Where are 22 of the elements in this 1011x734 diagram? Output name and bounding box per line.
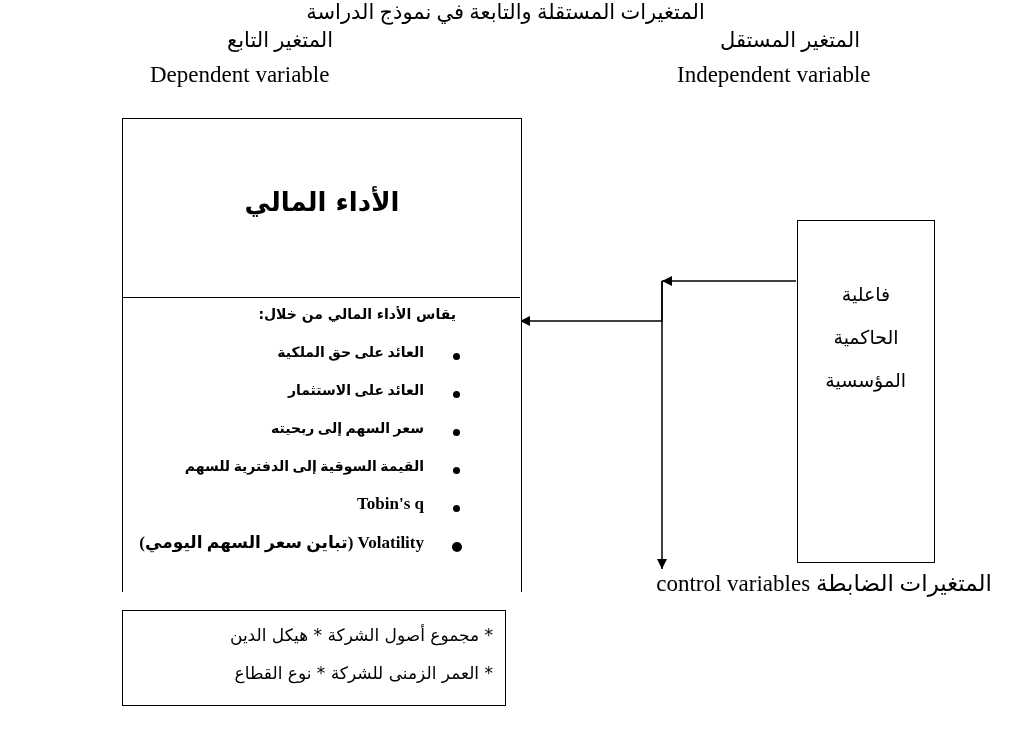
column-heading: Independent variable (677, 62, 871, 88)
column-heading: المتغير التابع (227, 28, 333, 53)
variable-box (797, 220, 935, 563)
box-text: فاعلية الحاكمية المؤسسية (824, 282, 907, 394)
column-heading: المتغير المستقل (720, 28, 860, 53)
column-heading: Dependent variable (150, 62, 330, 88)
list-line: * العمر الزمنى للشركة * نوع القطاع (234, 663, 493, 683)
list-line: * مجموع أصول الشركة * هيكل الدين (229, 625, 493, 645)
list-item: القيمة السوقية إلى الدفترية للسهم (184, 458, 424, 475)
diagram-title: المتغيرات المستقلة والتابعة في نموذج الدراسة (306, 0, 705, 25)
variable-box (122, 118, 522, 592)
node-label: المتغيرات الضابطة control variables (656, 570, 992, 597)
box-heading: الأداء المالي (243, 187, 401, 217)
arrow (657, 280, 667, 570)
list-item: سعر السهم إلى ربحيته (271, 420, 424, 437)
list-item: العائد على حق الملكية (277, 344, 424, 361)
list-item: العائد على الاستثمار (287, 382, 424, 399)
arrow (661, 276, 797, 286)
list-heading: يقاس الأداء المالي من خلال: (258, 306, 456, 322)
list-item: Tobin's q (357, 494, 424, 514)
control-variables-box (122, 610, 506, 706)
list-item: Volatility (تباين سعر السهم اليومي) (139, 532, 424, 553)
